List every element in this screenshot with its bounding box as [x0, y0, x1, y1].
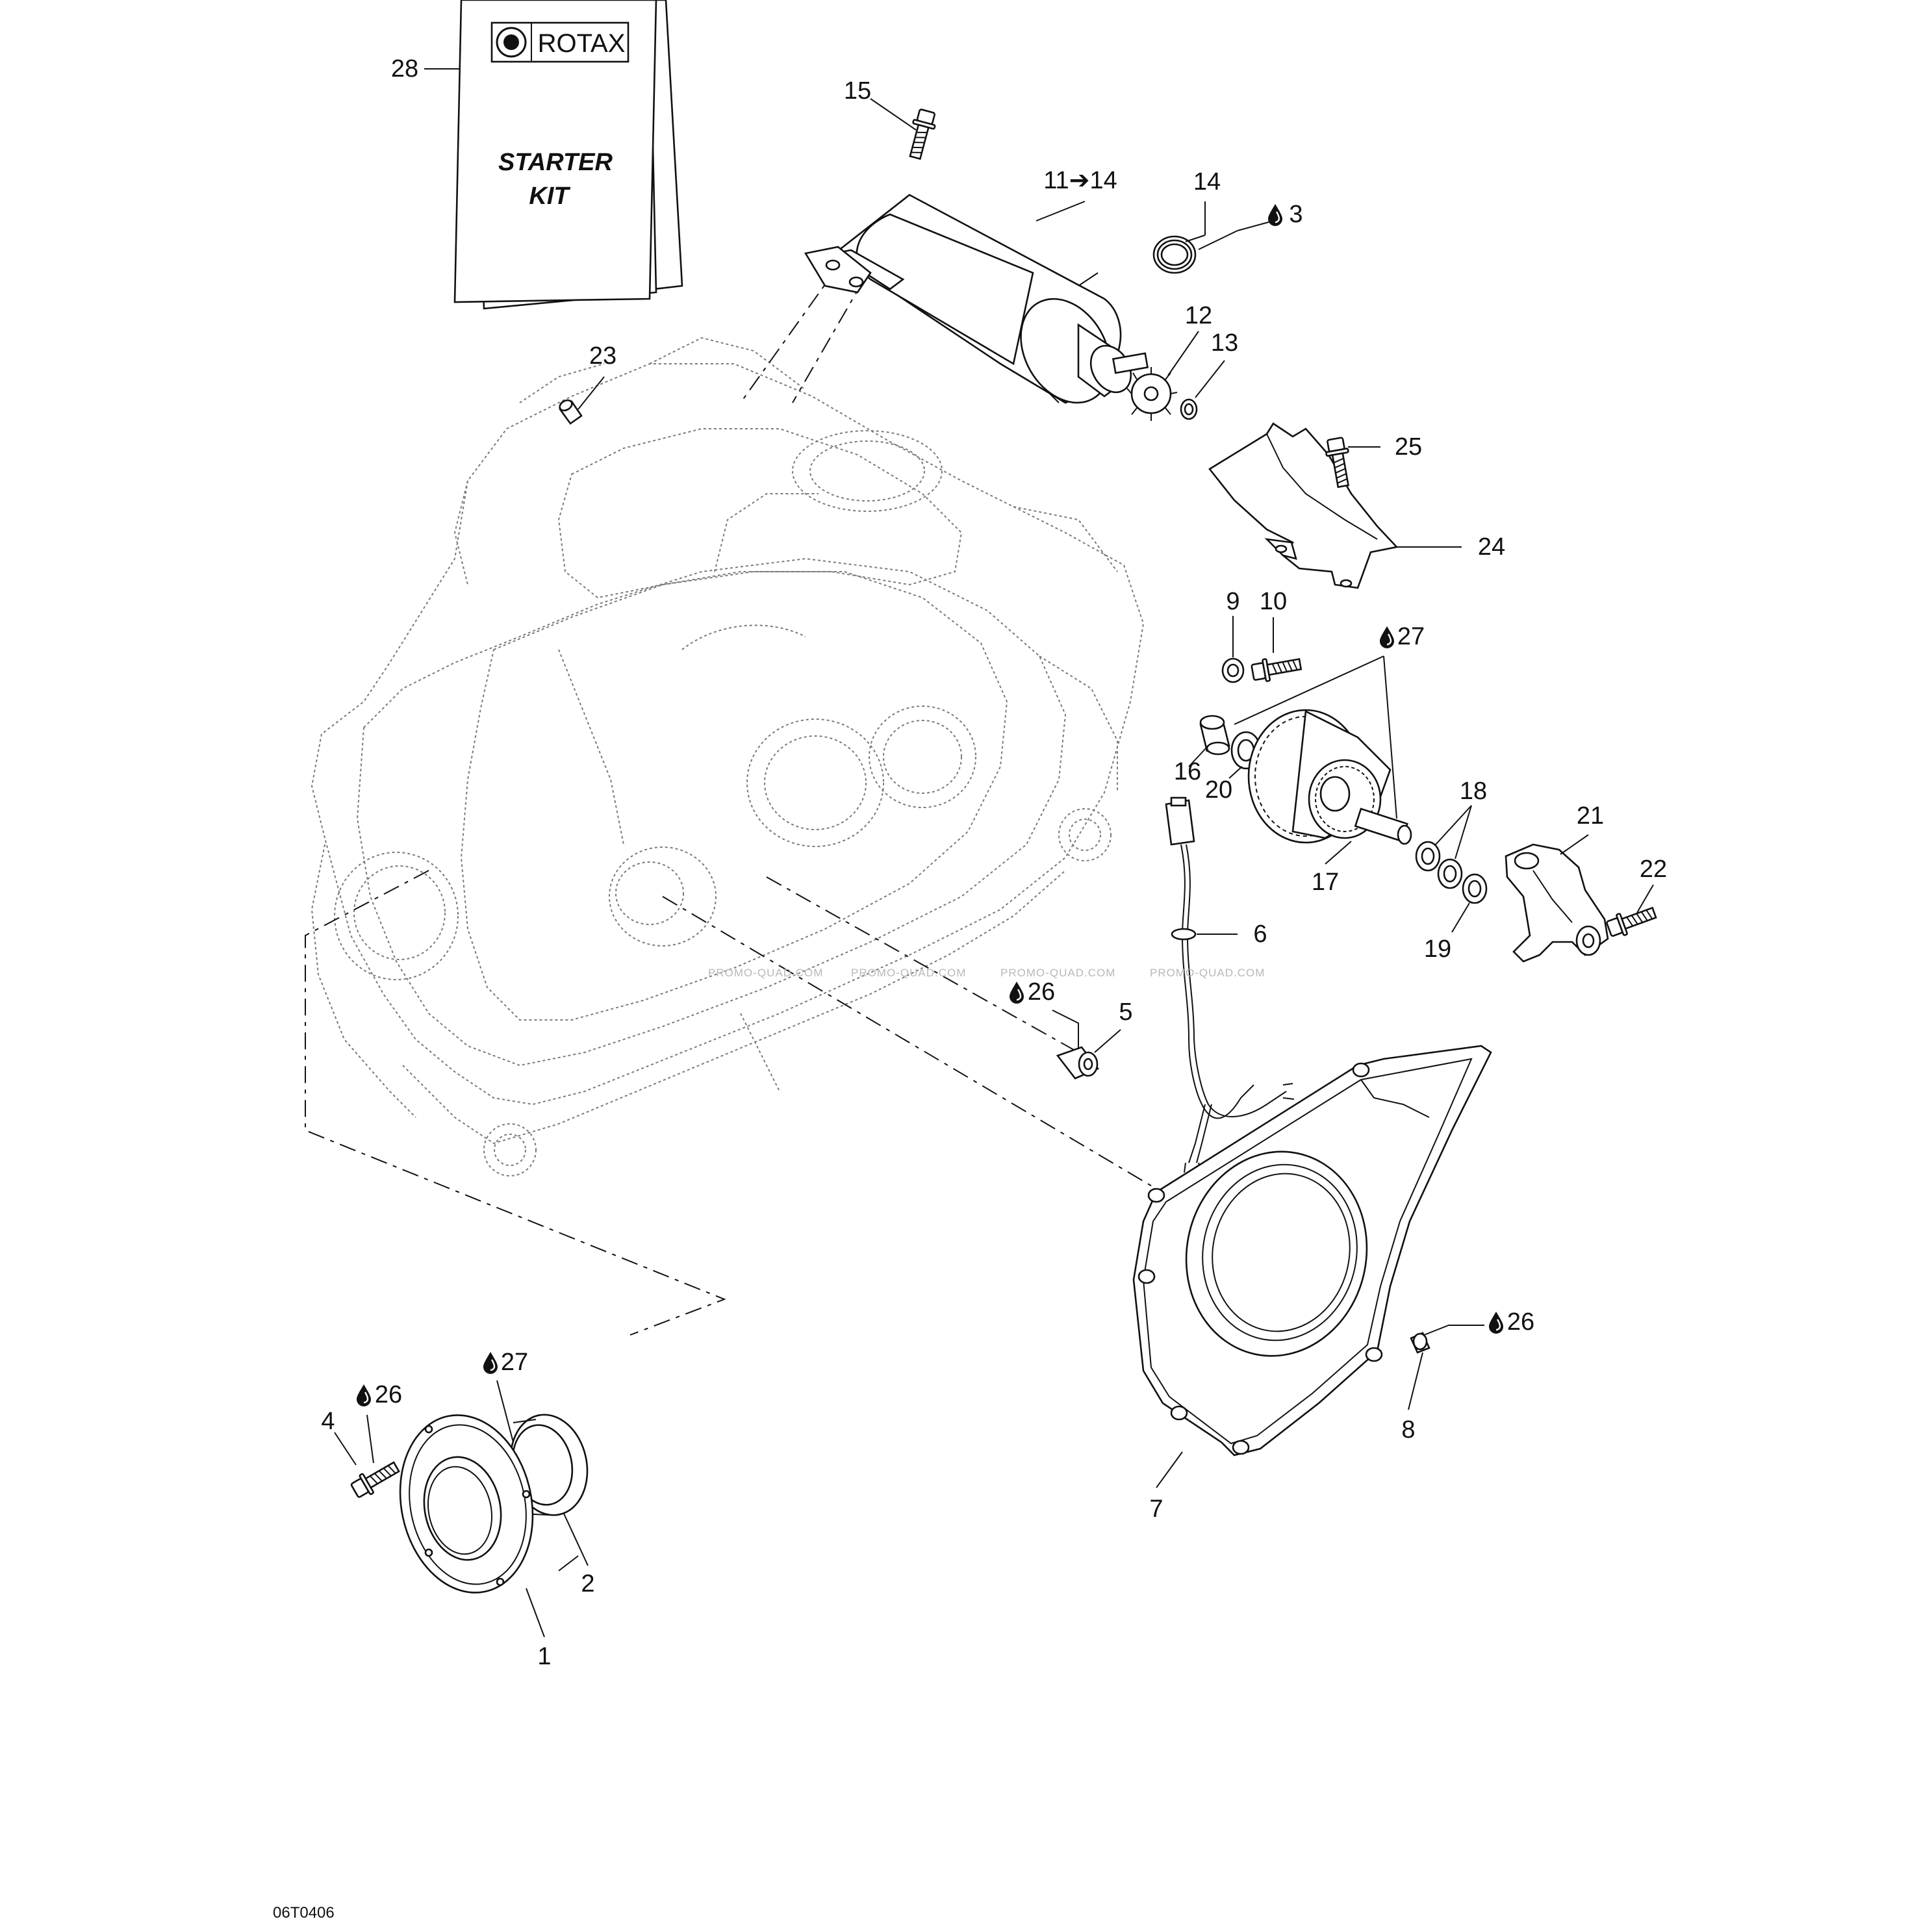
assembly-lines	[305, 266, 1157, 1336]
kit-title-line2: KIT	[529, 183, 570, 210]
bushing-16	[1199, 715, 1230, 756]
harness-6	[1165, 796, 1295, 1173]
watermark-4: PROMO-QUAD.COM	[1150, 967, 1265, 979]
screw-8	[1410, 1332, 1430, 1354]
bolt-15	[903, 107, 939, 162]
lube-drop-27-gear	[1379, 625, 1395, 650]
bolt-22	[1604, 901, 1659, 941]
rotax-logo: ROTAX	[490, 21, 629, 63]
spring-14	[1152, 235, 1197, 274]
watermark-2: PROMO-QUAD.COM	[851, 967, 966, 979]
lube-drop-26-plug	[1008, 980, 1025, 1005]
label-6: 6	[1253, 921, 1267, 948]
lube-26-plug-text: 26	[1028, 978, 1055, 1006]
lube-drop-3	[1267, 203, 1284, 227]
watermark-strip: PROMO-QUAD.COM PROMO-QUAD.COM PROMO-QUAD…	[708, 967, 1265, 979]
label-10: 10	[1260, 588, 1287, 615]
label-5: 5	[1119, 998, 1132, 1026]
washer-9	[1221, 657, 1245, 683]
lube-26-cover-text: 26	[1507, 1308, 1534, 1336]
label-13: 13	[1211, 329, 1238, 357]
label-19: 19	[1424, 935, 1451, 963]
label-24: 24	[1478, 533, 1505, 561]
starter-motor	[804, 194, 1149, 404]
lube-drop-26-cover	[1488, 1310, 1505, 1335]
label-8: 8	[1401, 1416, 1415, 1443]
kit-title-line1: STARTER	[498, 149, 613, 176]
lube-27-seal-text: 27	[501, 1349, 528, 1376]
rotax-brand-text: ROTAX	[538, 29, 626, 58]
idler-gear-17	[1247, 709, 1412, 845]
lube-drop-26-bolt	[355, 1383, 372, 1408]
seal-flange-1	[399, 1414, 534, 1594]
pinion-gear-12	[1126, 367, 1178, 421]
watermark-3: PROMO-QUAD.COM	[1000, 967, 1115, 979]
starter-cover-7	[1132, 1045, 1492, 1456]
figure-code: 06T0406	[273, 1904, 335, 1922]
crankcase-ghost	[311, 337, 1145, 1176]
plug-23	[559, 399, 583, 425]
lube-drop-27-seal	[482, 1351, 499, 1375]
label-11-14: 11➔14	[1043, 167, 1117, 194]
label-22: 22	[1640, 856, 1667, 883]
label-28: 28	[391, 55, 418, 83]
gear-support-21	[1505, 843, 1609, 963]
lube-3-text: 3	[1289, 201, 1303, 228]
lube-27-gear-text: 27	[1397, 623, 1425, 650]
label-23: 23	[589, 342, 616, 370]
cover-bracket-24	[1208, 422, 1399, 589]
bolt-10	[1250, 652, 1303, 685]
circlip-13	[1180, 398, 1198, 420]
lube-26-bolt-text: 26	[375, 1381, 402, 1408]
watermark-1: PROMO-QUAD.COM	[708, 967, 823, 979]
label-4: 4	[321, 1408, 335, 1435]
label-21: 21	[1577, 802, 1604, 830]
label-20: 20	[1205, 776, 1232, 804]
plug-5	[1056, 1046, 1100, 1080]
label-12: 12	[1185, 302, 1212, 329]
label-25: 25	[1395, 433, 1422, 461]
label-1: 1	[537, 1643, 551, 1670]
label-7: 7	[1149, 1495, 1163, 1523]
label-2: 2	[581, 1570, 594, 1597]
label-14: 14	[1193, 168, 1221, 196]
label-18: 18	[1460, 778, 1487, 805]
label-9: 9	[1226, 588, 1239, 615]
washer-19	[1462, 873, 1488, 904]
starter-kit-booklet: ROTAX STARTER KIT	[453, 0, 683, 310]
label-16: 16	[1174, 758, 1201, 785]
label-17: 17	[1312, 869, 1339, 896]
label-15: 15	[844, 77, 871, 105]
washers-18	[1415, 841, 1463, 889]
bolt-4	[348, 1456, 403, 1502]
